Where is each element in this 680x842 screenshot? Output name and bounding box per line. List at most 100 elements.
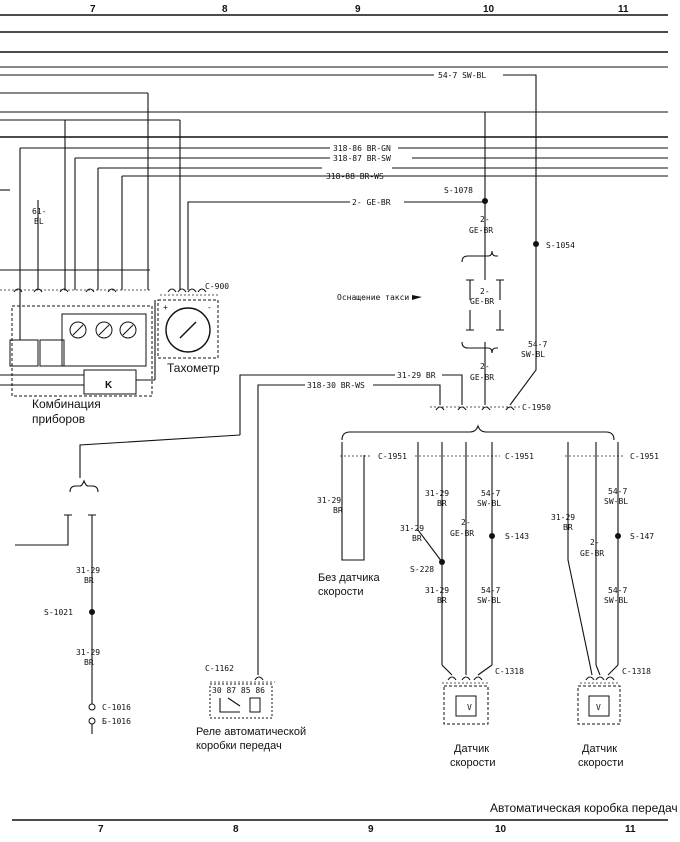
cluster-caption-1: Комбинация (32, 397, 101, 411)
wire-label-318-88: 318-88 BR-WS (326, 172, 384, 181)
splice-label-s1078: S-1078 (444, 186, 473, 195)
horizontal-buses (0, 31, 668, 340)
splice-label-s143: S-143 (505, 532, 529, 541)
wire-label-318-87: 318-87 BR-SW (333, 154, 391, 163)
wire-318-30 (257, 384, 441, 675)
wire-label-31-29: 31-29 BR (397, 371, 436, 380)
svg-text:+: + (163, 303, 168, 312)
sensor-b-caption-1: Датчик (582, 743, 617, 755)
wire-label-2a: 2- (480, 215, 490, 224)
connector-label-c1016: C-1016 (102, 703, 131, 712)
sensor-a-caption-1: Датчик (454, 743, 489, 755)
connector-label-c900: C-900 (205, 282, 229, 291)
splice-s1021 (89, 609, 95, 615)
column-7-bottom: 7 (98, 824, 104, 835)
cluster-k-label: K (105, 380, 113, 391)
p2-label-br-c: BR (437, 596, 447, 605)
column-9-bottom: 9 (368, 824, 374, 835)
p3-label-31-29: 31-29 (551, 513, 575, 522)
splice-label-s228: S-228 (410, 565, 434, 574)
column-10-top: 10 (483, 4, 495, 15)
sensor-b-v-label: V (596, 703, 601, 712)
relay-caption-1: Реле автоматической (196, 726, 306, 738)
p3-label-sw-bl-b: SW-BL (604, 596, 628, 605)
column-11-top: 11 (618, 4, 629, 15)
tachometer: + - (157, 288, 220, 359)
bus-318 (0, 93, 668, 340)
p2-label-sw-bl-b: SW-BL (477, 596, 501, 605)
p2-label-2: 2- (461, 518, 471, 527)
splice-s1054 (533, 241, 539, 247)
p1-label-31-29: 31-29 (317, 496, 341, 505)
relay (209, 676, 275, 719)
p2-label-sw-bl-a: SW-BL (477, 499, 501, 508)
column-7-top: 7 (90, 4, 96, 15)
distribution-brace (341, 424, 615, 441)
no-sensor-caption-1: Без датчика (318, 572, 380, 584)
p2-label-54-7-b: 54-7 (481, 586, 500, 595)
bottom-column-ruler: 7 8 9 10 11 (12, 819, 668, 835)
connector-label-c1951-a: C-1951 (378, 452, 407, 461)
p2-label-br-b: BR (412, 534, 422, 543)
panel-sensor-a (415, 442, 500, 725)
wire-label-318-86: 318-86 BR-GN (333, 144, 391, 153)
wire-label-2b: 2- (480, 287, 490, 296)
connector-label-c1951-c: C-1951 (630, 452, 659, 461)
relay-pin-labels: 30 87 85 86 (212, 686, 265, 695)
cluster-caption-2: приборов (32, 412, 85, 426)
wire-label-54-7b: 54-7 (528, 340, 547, 349)
connector-label-c1318-b: C-1318 (622, 667, 651, 676)
column-10-bottom: 10 (495, 824, 507, 835)
svg-text:-: - (207, 303, 212, 312)
p2-label-31-29-c: 31-29 (425, 586, 449, 595)
p1-label-br: BR (333, 506, 343, 515)
connector-c1950 (430, 406, 520, 411)
wire-2-ge-br-tacho (187, 201, 485, 290)
tachometer-caption: Тахометр (167, 361, 220, 375)
wire-label-2-ge-br: 2- GE-BR (352, 198, 391, 207)
splice-label-s1054: S-1054 (546, 241, 575, 250)
no-sensor-caption-2: скорости (318, 586, 363, 598)
p3-label-54-7-a: 54-7 (608, 487, 627, 496)
sensor-b-caption-2: скорости (578, 757, 623, 769)
connector-label-c1950: C-1950 (522, 403, 551, 412)
column-9-top: 9 (355, 4, 361, 15)
relay-caption-2: коробки передач (196, 740, 282, 752)
connector-label-c1318-a: C-1318 (495, 667, 524, 676)
left-branch (15, 434, 241, 734)
wire-label-61: 61- (32, 207, 46, 216)
column-11-bottom: 11 (625, 824, 636, 835)
p2-label-31-29-b: 31-29 (400, 524, 424, 533)
left-label-31-29-b: 31-29 (76, 648, 100, 657)
wire-label-bl: BL (34, 217, 44, 226)
p2-label-54-7-a: 54-7 (481, 489, 500, 498)
connector-label-b1016: Б-1016 (102, 717, 131, 726)
left-label-31-29-a: 31-29 (76, 566, 100, 575)
p3-label-ge-br: GE-BR (580, 549, 604, 558)
wire-label-318-30: 318-30 BR-WS (307, 381, 365, 390)
column-8-bottom: 8 (233, 824, 239, 835)
p2-label-31-29-a: 31-29 (425, 489, 449, 498)
sensor-a-caption-2: скорости (450, 757, 495, 769)
wire-label-2c: 2- (480, 362, 490, 371)
p3-label-br: BR (563, 523, 573, 532)
footer-title: Автоматическая коробка передач (490, 801, 678, 815)
column-8-top: 8 (222, 4, 228, 15)
connector-label-c1951-b: C-1951 (505, 452, 534, 461)
taxi-option-block: 2- GE-BR (461, 250, 504, 354)
wire-31-29 (239, 374, 463, 435)
taxi-arrow-icon (412, 295, 422, 300)
splice-s147 (615, 533, 621, 539)
panel-no-sensor (340, 442, 372, 561)
p3-label-2: 2- (590, 538, 600, 547)
taxi-caption: Оснащение такси (337, 293, 409, 302)
instrument-cluster: K (0, 269, 156, 397)
p3-label-sw-bl-a: SW-BL (604, 497, 628, 506)
wire-label-ge-br-b: GE-BR (470, 297, 494, 306)
connector-label-c1162: C-1162 (205, 664, 234, 673)
p2-label-ge-br: GE-BR (450, 529, 474, 538)
p2-label-br-a: BR (437, 499, 447, 508)
wire-label-ge-br-c: GE-BR (470, 373, 494, 382)
sensor-a-v-label: V (467, 703, 472, 712)
